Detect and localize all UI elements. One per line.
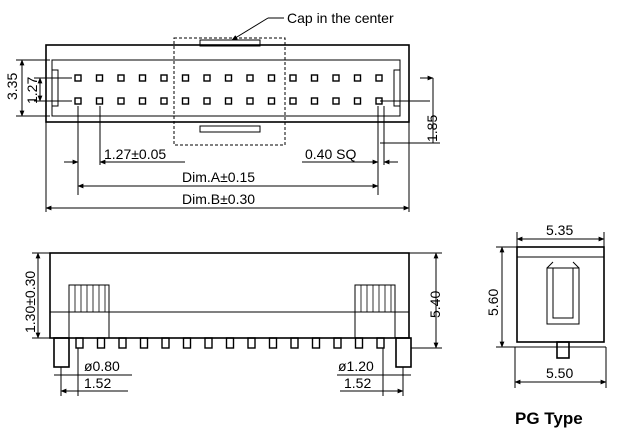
pin-square [224, 97, 233, 105]
pin-square [310, 74, 319, 82]
peg-right-dia-label: ø1.20 [338, 358, 374, 374]
pin-tail [161, 337, 170, 349]
pin-tail [333, 337, 342, 349]
pin-square [181, 97, 190, 105]
side-right-latch-hatch [360, 285, 392, 312]
end-top-width-label: 5.35 [546, 222, 573, 238]
pin-tail [247, 337, 256, 349]
end-slot-chamfer-left [546, 261, 554, 269]
pin-tail [225, 337, 235, 349]
pin-tail [182, 337, 192, 349]
dim-row-offset-label: 1.27 [24, 77, 40, 104]
end-slot-inner [552, 267, 574, 319]
side-left-peg [53, 337, 70, 368]
pin-square [353, 97, 362, 105]
cap-bottom-tab [199, 125, 261, 133]
top-right-latch [393, 60, 401, 116]
pin-square [74, 74, 82, 82]
top-pin-row-upper [74, 74, 383, 82]
cap-top-tab [199, 39, 261, 47]
pin-tail [139, 337, 149, 349]
pin-square [160, 97, 168, 105]
pin-tail [376, 337, 385, 349]
peg-left-dia-label: ø0.80 [84, 358, 120, 374]
pin-square [246, 97, 254, 105]
pin-tail [96, 337, 106, 349]
pin-tail [311, 337, 321, 349]
pin-square [74, 97, 82, 105]
end-slot-outer [546, 267, 580, 325]
side-left-latch-hatch [74, 285, 106, 312]
pin-square [117, 97, 125, 105]
top-outer-body [45, 44, 410, 123]
side-view: 5.40 1.30±0.30 ø0.80 1.52 ø1.20 1.52 [22, 252, 443, 396]
pin-square [117, 74, 125, 82]
pin-tail [75, 337, 84, 349]
pin-square [95, 97, 104, 105]
pin-square [375, 74, 383, 82]
end-bottom-width-label: 5.50 [546, 365, 573, 381]
pin-square [332, 74, 340, 82]
pin-square [267, 74, 276, 82]
pin-square [95, 74, 104, 82]
end-slot-chamfer-right [572, 261, 580, 269]
pin-square [203, 74, 211, 82]
pin-square [181, 74, 190, 82]
pin-square [203, 97, 211, 105]
cap-note-label: Cap in the center [287, 10, 394, 26]
pin-square [310, 97, 319, 105]
type-label: PG Type [515, 409, 583, 428]
top-pin-row-lower [74, 97, 383, 105]
top-inner-wall [51, 59, 401, 117]
pin-square [289, 97, 297, 105]
pin-square [332, 97, 340, 105]
pin-tail [290, 337, 299, 349]
pin-square-label: 0.40 SQ [305, 146, 356, 162]
pin-square [289, 74, 297, 82]
peg-left-offset-label: 1.52 [84, 375, 111, 391]
pin-tail [118, 337, 127, 349]
side-height-label: 5.40 [427, 291, 443, 318]
cap-leader-line [231, 17, 269, 41]
side-right-peg [395, 337, 412, 368]
dim-tail-label: 1.85 [424, 115, 440, 142]
pin-tail [354, 337, 364, 349]
peg-right-offset-label: 1.52 [344, 375, 371, 391]
pin-square [224, 74, 233, 82]
pin-square [138, 74, 147, 82]
dim-a-label: Dim.A±0.15 [182, 169, 255, 185]
pin-square [246, 74, 254, 82]
top-left-latch [51, 60, 59, 116]
side-right-latch [354, 284, 396, 339]
end-peg [556, 341, 570, 359]
center-cap-outline [173, 37, 286, 146]
pin-tail [268, 337, 278, 349]
top-view: Cap in the center 3.35 1.27 1.85 1.27±0.… [4, 10, 440, 212]
end-height-label: 5.60 [485, 289, 501, 316]
pitch-label: 1.27±0.05 [104, 146, 166, 162]
pin-square [138, 97, 147, 105]
side-pin-tails [75, 337, 385, 349]
end-body [516, 246, 605, 343]
pin-square [353, 74, 362, 82]
dim-height-total-label: 3.35 [4, 73, 20, 100]
pin-tail [204, 337, 213, 349]
pin-square [160, 74, 168, 82]
end-view: 5.35 5.60 5.50 [485, 222, 607, 388]
dim-b-label: Dim.B±0.30 [182, 191, 255, 207]
standoff-label: 1.30±0.30 [22, 271, 38, 333]
side-left-latch [68, 284, 110, 339]
pin-square [267, 97, 276, 105]
